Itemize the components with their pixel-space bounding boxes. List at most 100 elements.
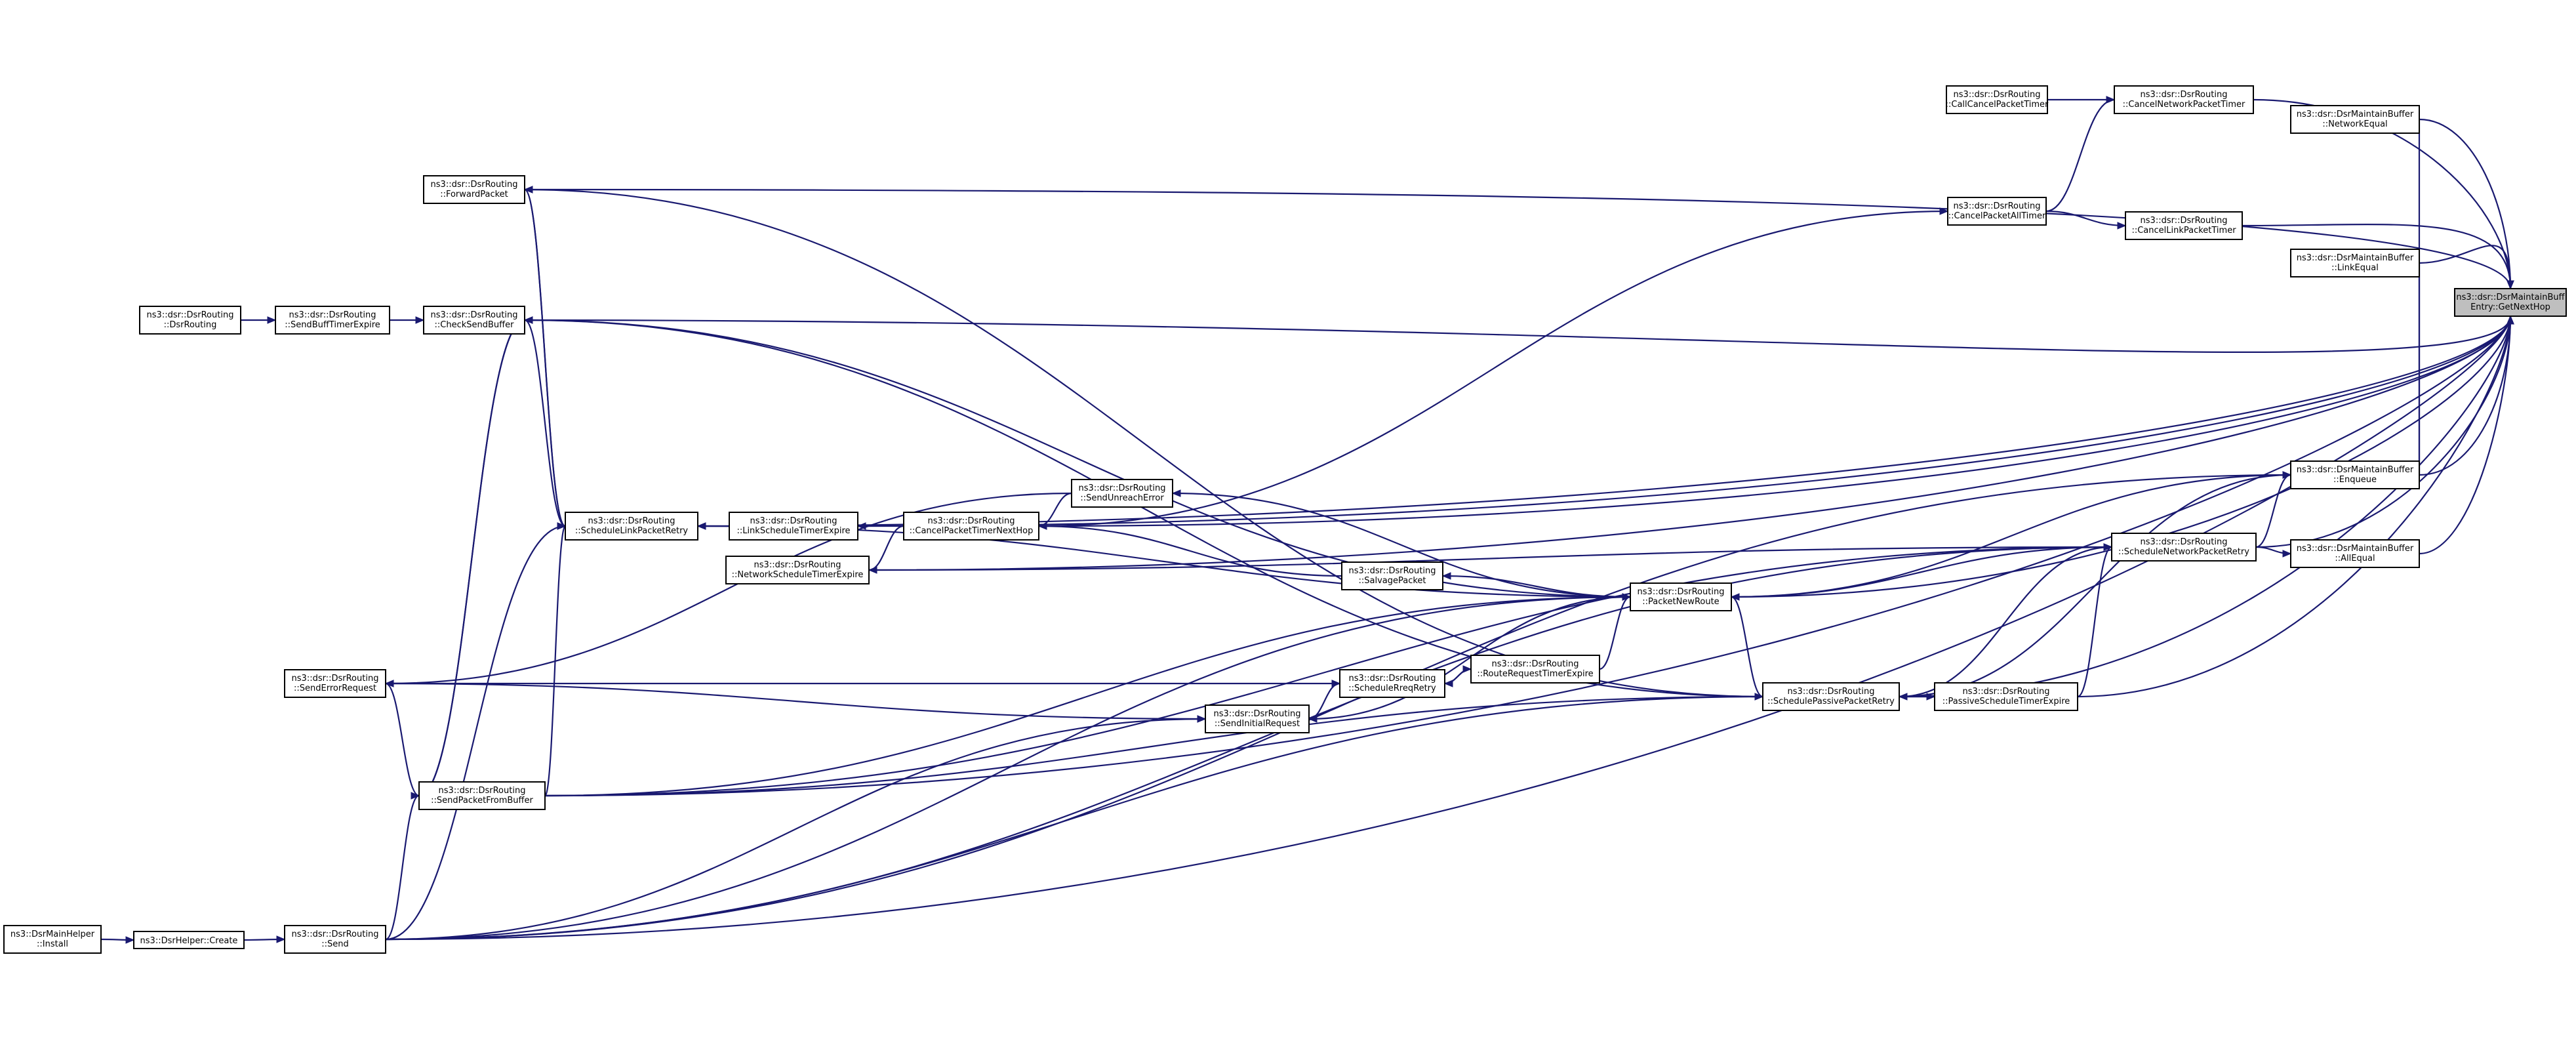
node-box xyxy=(1946,85,2048,114)
edge-send-packet-from-buffer-to-schedule-passive-retry xyxy=(544,695,1763,797)
edge-arrowhead xyxy=(2506,280,2514,290)
edge-arrowhead xyxy=(415,316,425,324)
node-send-initial-request[interactable]: ns3::dsr::DsrRouting::SendInitialRequest xyxy=(1205,705,1310,733)
node-label-line2: ::ScheduleLinkPacketRetry xyxy=(575,526,689,536)
node-send-error-request[interactable]: ns3::dsr::DsrRouting::SendErrorRequest xyxy=(284,669,386,698)
edge-schedule-link-retry-to-root xyxy=(697,316,2512,527)
node-check-send-buffer[interactable]: ns3::dsr::DsrRouting::CheckSendBuffer xyxy=(423,306,525,335)
node-cancel-all-timer[interactable]: ns3::dsr::DsrRouting::CancelPacketAllTim… xyxy=(1947,197,2047,226)
node-label-line2: ::CancelNetworkPacketTimer xyxy=(2123,100,2245,110)
node-label-line1: ns3::dsr::DsrRouting xyxy=(292,674,379,684)
node-label-line1: ns3::dsr::DsrRouting xyxy=(439,786,526,796)
node-label-line2: ::CancelPacketTimerNextHop xyxy=(910,526,1034,536)
node-label-line1: ns3::dsr::DsrRouting xyxy=(1349,566,1436,576)
edge-arrowhead xyxy=(1331,680,1341,687)
edge-send-to-schedule-link-retry xyxy=(385,525,566,941)
node-box xyxy=(284,669,386,698)
node-label-line2: ::SendPacketFromBuffer xyxy=(431,796,533,806)
edge-arrowhead xyxy=(523,186,533,194)
node-box xyxy=(423,306,525,335)
node-packet-new-route[interactable]: ns3::dsr::DsrRouting::PacketNewRoute xyxy=(1630,582,1732,611)
edge-cancel-link-timer-to-root xyxy=(2242,223,2512,289)
node-box xyxy=(725,556,870,584)
node-send-unreach[interactable]: ns3::dsr::DsrRouting::SendUnreachError xyxy=(1071,479,1173,508)
node-main-helper-install[interactable]: ns3::DsrMainHelper::Install xyxy=(3,925,102,954)
node-box xyxy=(423,175,525,204)
node-call-cancel-timer[interactable]: ns3::dsr::DsrRouting::CallCancelPacketTi… xyxy=(1946,85,2049,114)
edge-arrowhead xyxy=(557,522,567,530)
node-label-line1: ns3::dsr::DsrRouting xyxy=(1954,90,2041,100)
node-send-packet-from-buffer[interactable]: ns3::dsr::DsrRouting::SendPacketFromBuff… xyxy=(418,781,546,810)
node-salvage-packet[interactable]: ns3::dsr::DsrRouting::SalvagePacket xyxy=(1341,562,1443,590)
edge-cancel-all-timer-to-cancel-link-timer xyxy=(2045,210,2126,227)
node-label-line1: ns3::dsr::DsrRouting xyxy=(147,310,234,320)
node-forward-packet[interactable]: ns3::dsr::DsrRouting::ForwardPacket xyxy=(423,175,525,204)
edge-arrowhead xyxy=(2282,471,2292,479)
edge-check-send-buffer-to-root xyxy=(524,316,2512,354)
edge-packet-new-route-to-check-send-buffer xyxy=(524,319,1631,598)
node-label-line1: ns3::dsr::DsrRouting xyxy=(2141,216,2228,226)
node-label-line1: ns3::dsr::DsrRouting xyxy=(1079,483,1166,493)
node-route-request-timer[interactable]: ns3::dsr::DsrRouting::RouteRequestTimerE… xyxy=(1470,655,1600,684)
edge-arrowhead xyxy=(2282,550,2292,558)
edge-schedule-link-retry-to-check-send-buffer xyxy=(524,319,566,527)
node-helper-create[interactable]: ns3::DsrHelper::Create xyxy=(133,931,245,949)
node-root[interactable]: ns3::dsr::DsrMaintainBuffEntry::GetNextH… xyxy=(2454,288,2567,317)
node-schedule-rreq-retry[interactable]: ns3::dsr::DsrRouting::ScheduleRreqRetry xyxy=(1339,669,1445,698)
edge-send-packet-from-buffer-to-schedule-link-retry xyxy=(544,525,567,797)
node-box xyxy=(2454,288,2567,317)
node-passive-schedule-timer[interactable]: ns3::dsr::DsrRouting::PassiveScheduleTim… xyxy=(1934,682,2078,711)
node-schedule-passive-retry[interactable]: ns3::dsr::DsrRouting::SchedulePassivePac… xyxy=(1762,682,1900,711)
node-label-line2: ::SendInitialRequest xyxy=(1215,719,1300,729)
node-enqueue[interactable]: ns3::dsr::DsrMaintainBuffer::Enqueue xyxy=(2290,460,2420,489)
node-schedule-network-retry[interactable]: ns3::dsr::DsrRouting::ScheduleNetworkPac… xyxy=(2111,533,2257,562)
edge-arrowhead xyxy=(1939,207,1949,215)
edge-send-packet-from-buffer-to-root xyxy=(544,316,2512,797)
edge-schedule-passive-retry-to-packet-new-route xyxy=(1731,596,1763,698)
node-label-line2: ::NetworkScheduleTimerExpire xyxy=(732,570,864,580)
node-box xyxy=(1339,669,1445,698)
node-box xyxy=(284,925,386,954)
node-dsr-routing-ctor[interactable]: ns3::dsr::DsrRouting::DsrRouting xyxy=(139,306,241,335)
node-network-schedule-timer[interactable]: ns3::dsr::DsrRouting::NetworkScheduleTim… xyxy=(725,556,870,584)
node-box xyxy=(1630,582,1732,611)
node-all-equal[interactable]: ns3::dsr::DsrMaintainBuffer::AllEqual xyxy=(2290,539,2420,568)
edge-arrowhead xyxy=(276,935,286,943)
edge-salvage-packet-to-cancel-timer-next-hop xyxy=(1038,525,1342,577)
node-label-line2: ::RouteRequestTimerExpire xyxy=(1477,669,1593,679)
node-network-equal[interactable]: ns3::dsr::DsrMaintainBuffer::NetworkEqua… xyxy=(2290,105,2420,134)
node-cancel-timer-next-hop[interactable]: ns3::dsr::DsrRouting::CancelPacketTimerN… xyxy=(903,512,1039,541)
node-box xyxy=(3,925,102,954)
node-box xyxy=(2114,85,2254,114)
edge-send-to-enqueue xyxy=(385,474,2291,941)
node-label-line2: ::CheckSendBuffer xyxy=(435,320,515,330)
node-cancel-network-timer[interactable]: ns3::dsr::DsrRouting::CancelNetworkPacke… xyxy=(2114,85,2254,114)
edge-schedule-network-retry-to-enqueue xyxy=(2255,474,2291,548)
node-label-line2: ::NetworkEqual xyxy=(2322,119,2387,129)
node-send-buff-timer[interactable]: ns3::dsr::DsrRouting::SendBuffTimerExpir… xyxy=(275,306,390,335)
edge-arrowhead xyxy=(2506,315,2514,325)
node-link-schedule-timer[interactable]: ns3::dsr::DsrRouting::LinkScheduleTimerE… xyxy=(729,512,858,541)
node-box xyxy=(2111,533,2257,562)
node-label-line1: ns3::dsr::DsrMaintainBuffer xyxy=(2297,465,2414,475)
node-link-equal[interactable]: ns3::dsr::DsrMaintainBuffer::LinkEqual xyxy=(2290,249,2420,277)
node-label-line1: ns3::DsrMainHelper xyxy=(10,929,95,939)
node-cancel-link-timer[interactable]: ns3::dsr::DsrRouting::CancelLinkPacketTi… xyxy=(2125,211,2243,240)
edge-send-packet-from-buffer-to-schedule-network-retry xyxy=(544,546,2112,797)
node-schedule-link-retry[interactable]: ns3::dsr::DsrRouting::ScheduleLinkPacket… xyxy=(565,512,698,541)
edge-arrowhead xyxy=(1197,715,1207,723)
edge-send-to-send-packet-from-buffer xyxy=(385,794,420,941)
edge-cancel-all-timer-to-cancel-network-timer xyxy=(2045,98,2115,213)
edge-send-packet-from-buffer-to-packet-new-route xyxy=(544,596,1631,797)
edge-schedule-passive-retry-to-root xyxy=(1899,316,2512,698)
node-box xyxy=(2290,105,2420,134)
edge-send-packet-from-buffer-to-send-error-request xyxy=(385,682,420,797)
edge-packet-new-route-to-send-unreach xyxy=(1172,492,1631,598)
node-label-line1: ns3::dsr::DsrRouting xyxy=(2141,90,2228,100)
edge-arrowhead xyxy=(1926,693,1936,701)
node-send[interactable]: ns3::dsr::DsrRouting::Send xyxy=(284,925,386,954)
node-label-line2: ::CancelPacketAllTimer xyxy=(1948,211,2046,221)
node-label-line2: ::SendBuffTimerExpire xyxy=(285,320,380,330)
node-label-line2: ::SalvagePacket xyxy=(1358,576,1426,586)
node-label-line1: ns3::dsr::DsrRouting xyxy=(289,310,376,320)
